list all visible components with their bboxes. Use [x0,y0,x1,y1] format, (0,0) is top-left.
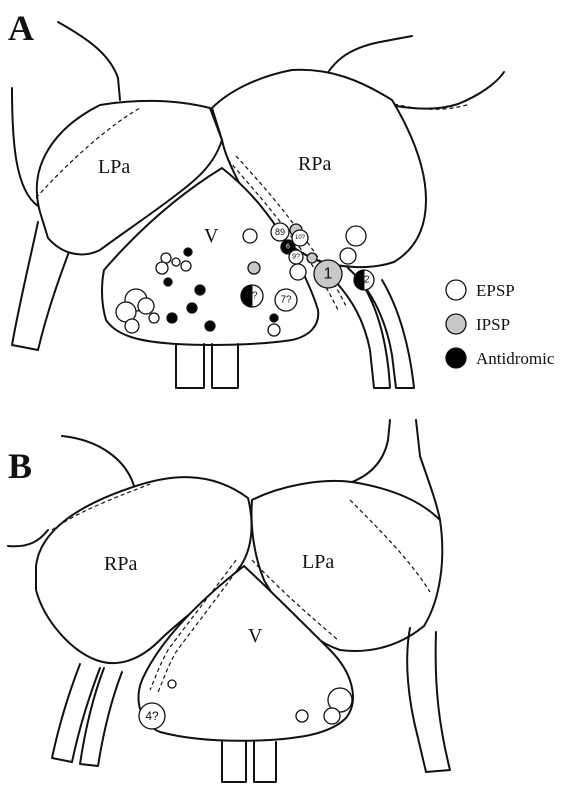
antidromic-cell [270,314,278,322]
panel-a-letter: A [8,8,34,48]
antidromic-cell [164,278,172,286]
epsp-cell [168,680,176,688]
epsp-cell [125,319,139,333]
epsp-cell [346,226,366,246]
cell-7-label: 7? [280,295,292,306]
cell-1-label: 1 [324,266,333,283]
panel-b: B RPa LPa V 4? [8,420,450,782]
panel-b-rpa-label: RPa [104,553,137,575]
panel-b-v-label: V [248,625,263,647]
panel-b-right-lower-nerve [407,628,450,772]
epsp-cell [296,710,308,722]
panel-a-v-label: V [204,225,219,247]
cell-9-label: 9? [292,254,300,261]
cell-89-label: 89 [275,227,285,237]
antidromic-cell [205,321,215,331]
legend-ipsp-swatch [446,314,466,334]
cell-22-label: 22 [358,275,370,286]
panel-a: A LPa RPa V [8,8,555,388]
ipsp-cell [307,253,317,263]
epsp-cell [138,298,154,314]
epsp-cell [172,258,180,266]
legend-epsp-swatch [446,280,466,300]
legend-antidromic-swatch [446,348,466,368]
cell-4-label: 4? [145,709,159,723]
antidromic-cell [195,285,205,295]
panel-b-left-lower-nerves [52,664,122,766]
epsp-cell [181,261,191,271]
legend-ipsp-label: IPSP [476,315,510,334]
panel-b-lpa-label: LPa [302,551,334,573]
cell-8-label: 8? [246,291,258,302]
legend-antidromic-label: Antidromic [476,349,555,368]
antidromic-cell [184,248,192,256]
epsp-cell [243,229,257,243]
antidromic-cell [167,313,177,323]
ipsp-cell [248,262,260,274]
epsp-cell [290,264,306,280]
legend: EPSP IPSP Antidromic [446,280,555,368]
epsp-cell [268,324,280,336]
panel-a-rpa-label: RPa [298,153,331,175]
panel-b-v-roots [222,742,276,782]
panel-a-lpa-label: LPa [98,156,130,178]
panel-a-right-lower-nerves [336,268,414,388]
antidromic-cell [187,303,197,313]
cell-10-label: 10? [295,235,306,241]
epsp-cell [340,248,356,264]
panel-b-letter: B [8,446,32,486]
cell-6-label: 6 [286,244,290,251]
panel-a-v-roots [176,344,238,388]
epsp-cell [149,313,159,323]
epsp-cell [156,262,168,274]
epsp-cell [324,708,340,724]
legend-epsp-label: EPSP [476,281,515,300]
